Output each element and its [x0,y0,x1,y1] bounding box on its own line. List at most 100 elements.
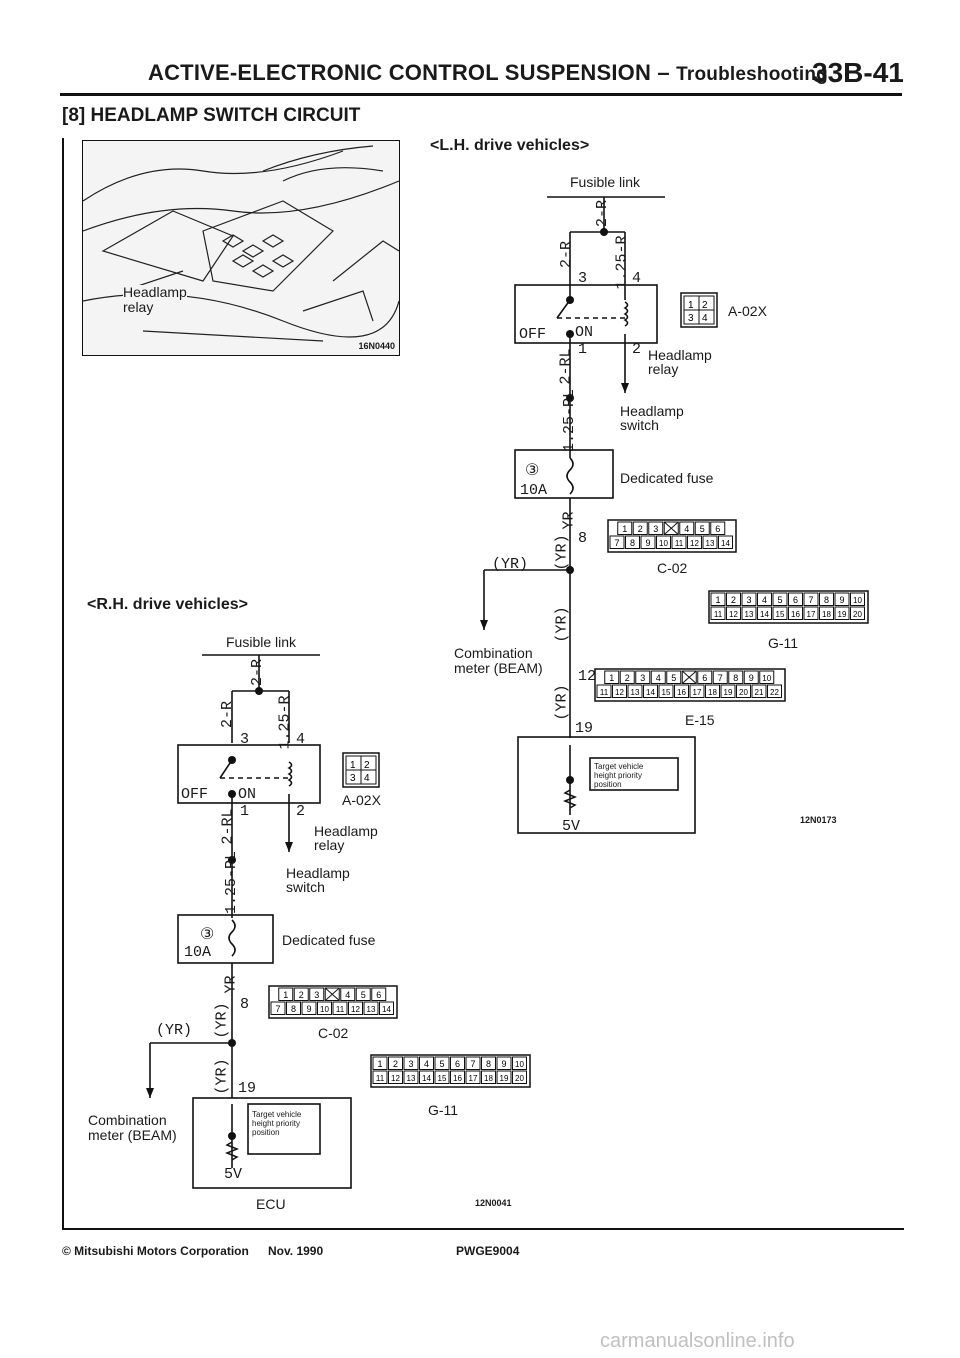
connector-pin-label: 19 [500,1074,509,1083]
rh-wire-yr-paren-2: (YR) [213,1058,231,1095]
connector-pin-cell [340,987,356,1001]
connector-pin-cell [619,670,635,684]
connector-pin-label: 8 [824,595,829,605]
footer-copyright: © Mitsubishi Motors Corporation [62,1244,249,1258]
connector-pin-label: 20 [515,1074,524,1083]
connector-pin-cell [419,1070,434,1084]
connector-pin-label: 10 [659,539,668,548]
connector-pin-label: 21 [755,688,764,697]
rh-volt: 5V [224,1166,243,1183]
connector-pin-label: 4 [424,1059,429,1069]
connector-pin-cell [481,1070,496,1084]
a02x-pin-1: 1 [688,300,694,311]
connector-pin-label: 1 [622,524,627,534]
rh-switch-label: Headlamp switch [286,865,350,895]
lh-volt: 5V [562,818,581,835]
a02x-pin-2: 2 [702,300,708,311]
rh-pin4: 4 [296,731,306,748]
connector-pin-label: 8 [486,1059,491,1069]
connector-pin-label: 14 [382,1005,391,1014]
lh-connector-a02x: 1 2 3 4 [680,292,718,333]
connector-pin-cell [465,1056,481,1070]
lh-pin12: 12 [578,668,597,685]
connector-pin-label: 9 [839,595,844,605]
connector-pin-cell [403,1070,419,1084]
a02x-pin-3: 3 [688,313,694,324]
rh-code: 12N0041 [475,1198,512,1208]
connector-pin-cell [640,535,656,549]
rh-wire-125rl: 1.25-RL [223,850,241,915]
rh-a02x-pin-3: 3 [350,773,356,784]
lh-meter-label: Combination meter (BEAM) [454,645,543,676]
lh-g11-label: G-11 [768,635,799,651]
lh-relay-label: Headlamp relay [648,347,712,377]
lh-fuse-number: ③ [525,462,540,479]
connector-pin-cell [663,521,679,535]
connector-pin-cell [372,1070,388,1084]
connector-pin-cell [627,684,643,698]
rh-fuse-label: Dedicated fuse [282,932,376,948]
connector-pin-cell [512,1056,527,1070]
connector-pin-cell [355,987,371,1001]
connector-pin-cell [293,987,309,1001]
connector-pin-cell [671,535,687,549]
connector-pin-label: 3 [314,990,319,1000]
connector-pin-label: 8 [733,673,738,683]
connector-pin-label: 2 [299,990,304,1000]
connector-pin-label: 6 [702,673,707,683]
connector-pin-label: 17 [693,688,702,697]
connector-pin-label: 20 [739,688,748,697]
connector-pin-label: 5 [671,673,676,683]
connector-pin-cell [788,606,803,620]
photo-label-relay: relay [123,299,154,315]
lh-fuse-symbol [566,457,574,495]
connector-outline [708,590,869,624]
a02x-pin-4: 4 [702,313,708,324]
section-title: [8] HEADLAMP SWITCH CIRCUIT [62,105,361,126]
connector-pin-cell [772,606,788,620]
lh-pin1: 1 [578,341,588,358]
connector-pin-blank [324,987,340,1001]
connector-pin-cell [481,1056,496,1070]
connector-pin-cell [324,987,340,1001]
rh-wire-left: 2-R [219,700,237,729]
lh-fuse-label: Dedicated fuse [620,470,714,486]
connector-pin-label: 7 [470,1059,475,1069]
rh-ecu-resistor [224,1141,240,1161]
connector-pin-label: 8 [630,538,635,548]
connector-pin-label: 15 [662,688,671,697]
rh-title: <R.H. drive vehicles> [87,596,248,613]
rh-a02x-label: A-02X [342,792,381,808]
connector-pin-cell [617,521,633,535]
rh-pin3: 3 [240,731,250,748]
connector-pin-label: 12 [391,1074,400,1083]
rh-c02-label: C-02 [318,1025,349,1041]
connector-pin-label: 2 [638,524,643,534]
connector-pin-cell [767,684,782,698]
frame-bottom-rule [62,1228,904,1230]
connector-pin-cell [710,521,726,535]
engine-bay-illustration: Headlamp relay 16N0440 [82,140,400,356]
lh-off-label: OFF [519,326,547,343]
connector-pin-label: 13 [706,539,715,548]
lh-pin2: 2 [632,341,642,358]
connector-pin-label: 18 [484,1074,493,1083]
connector-pin-cell [450,1056,465,1070]
rh-on-label: ON [238,786,257,803]
connector-pin-label: 16 [677,688,686,697]
connector-pin-cell [379,1001,394,1015]
connector-pin-label: 19 [724,688,733,697]
rh-connector-a02x: 1 2 3 4 [342,752,380,793]
connector-pin-cell [674,684,689,698]
connector-pin-label: 4 [345,990,350,1000]
connector-pin-label: 16 [453,1074,462,1083]
connector-outline [370,1054,531,1088]
rh-g11-label: G-11 [428,1102,459,1118]
connector-pin-cell [694,521,710,535]
connector-pin-label: 14 [721,539,730,548]
connector-pin-cell [710,592,726,606]
